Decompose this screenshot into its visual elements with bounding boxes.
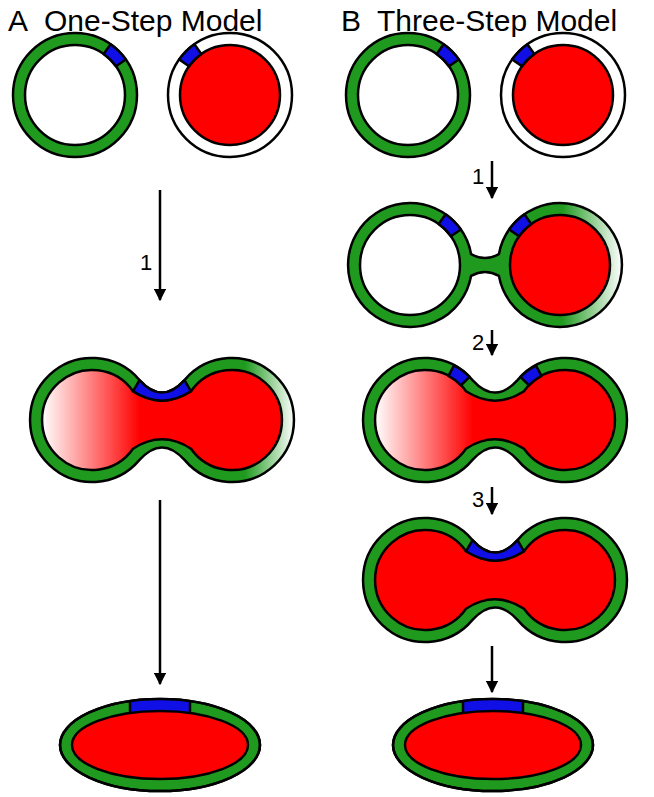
step-arrow <box>491 646 494 692</box>
fusion-protein <box>133 380 191 401</box>
fusion-protein <box>104 44 126 66</box>
vesicle-lumen <box>360 215 460 315</box>
step-arrow <box>491 487 494 514</box>
fusion-protein <box>439 214 461 236</box>
stalk-membrane <box>348 203 622 327</box>
vesicle-content <box>180 45 280 145</box>
panel-letter: A <box>8 6 28 36</box>
panel-letter: B <box>341 6 361 36</box>
vesicle-lumen <box>25 45 125 145</box>
fusion-protein <box>466 540 524 561</box>
fusion-protein <box>179 44 201 66</box>
vesicle-membrane <box>501 33 625 157</box>
step-arrow <box>491 161 494 198</box>
vesicle-content <box>513 45 613 145</box>
vesicle-lumen <box>358 45 458 145</box>
vesicle-content <box>510 215 610 315</box>
fusion-protein <box>512 44 534 66</box>
membrane-outline <box>60 699 260 791</box>
step-number: 3 <box>472 489 484 511</box>
fusion-protein <box>437 44 459 66</box>
mixed-content <box>72 711 248 779</box>
panel-title: Three-Step Model <box>377 6 617 36</box>
fused-membrane <box>363 358 627 482</box>
fused-membrane <box>30 358 294 482</box>
fused-membrane <box>60 699 260 791</box>
fusion-protein <box>509 214 531 236</box>
panel-title: One-Step Model <box>44 6 262 36</box>
step-arrow <box>491 330 494 355</box>
vesicle-membrane <box>168 33 292 157</box>
step-arrow <box>159 500 162 684</box>
fusion-protein <box>449 365 470 385</box>
mixed-content <box>405 711 581 779</box>
vesicle-membrane <box>13 33 137 157</box>
mixed-content <box>375 530 615 630</box>
step-number: 1 <box>472 166 484 188</box>
step-arrow <box>159 190 162 300</box>
step-number: 2 <box>472 332 484 354</box>
fused-membrane <box>363 518 627 642</box>
membrane-outline <box>393 699 593 791</box>
fused-membrane <box>393 699 593 791</box>
mixing-content <box>375 370 615 470</box>
step-number: 1 <box>140 252 152 274</box>
fusion-protein <box>520 365 541 385</box>
vesicle-membrane <box>346 33 470 157</box>
mixing-content <box>42 370 282 470</box>
